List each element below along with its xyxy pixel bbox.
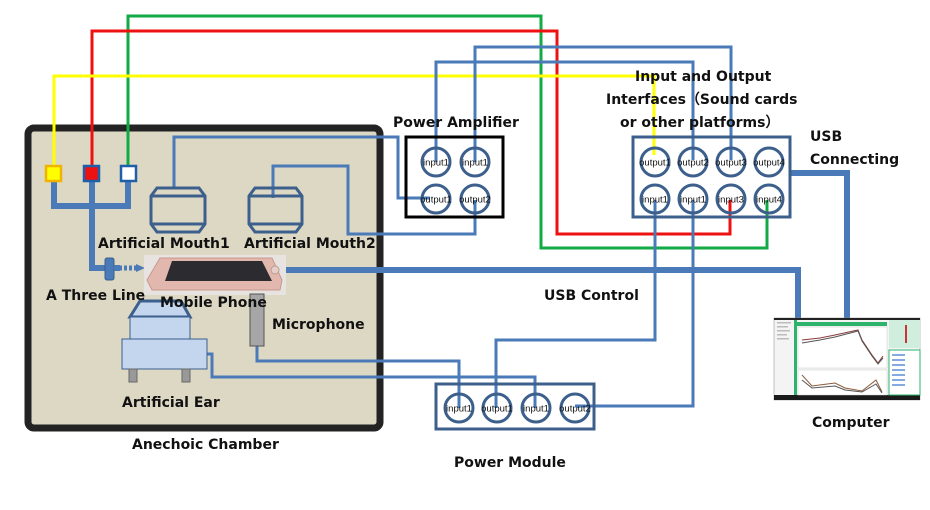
port-label: input3 (718, 195, 744, 206)
port-label: output1 (481, 404, 513, 415)
port-circle (639, 183, 671, 215)
artificial-ear-icon (121, 299, 208, 383)
pm-port-input1: input1 (443, 392, 475, 424)
io-port-input1: input1 (677, 183, 709, 215)
port-label: output2 (559, 404, 591, 415)
port-circle (420, 146, 452, 178)
port-label: output2 (677, 158, 709, 169)
amp-port-output1: output1 (420, 183, 452, 215)
anechoic-chamber-label: Anechoic Chamber (132, 437, 279, 453)
wire-ear-pm (207, 352, 537, 408)
wire-usb-connecting (790, 170, 850, 318)
usb-control-label: USB Control (544, 288, 639, 304)
mobile-phone-image (144, 255, 286, 295)
port-circle (459, 146, 491, 178)
port-label: input1 (642, 195, 668, 206)
io-port-input1: input1 (639, 183, 671, 215)
port-label: output1 (639, 158, 671, 169)
amp-port-output2: output2 (459, 183, 491, 215)
io-interfaces-box (631, 135, 792, 219)
computer-label: Computer (812, 415, 890, 431)
artificial-ear-label: Artificial Ear (122, 395, 220, 411)
port-label: input4 (756, 195, 782, 206)
wire-usb-control (285, 267, 801, 318)
artificial-mouth1-icon (149, 186, 207, 234)
pm-port-output1: output1 (481, 392, 513, 424)
wire-io-input1-pm (494, 200, 657, 408)
wire-red (90, 29, 732, 236)
computer-screen-image (773, 317, 921, 401)
io-port-output4: output4 (753, 146, 785, 178)
port-circle (715, 183, 747, 215)
power-module-box (434, 382, 596, 431)
red-connector (82, 164, 101, 183)
microphone-icon (249, 293, 265, 347)
port-label: input1 (523, 404, 549, 415)
port-circle (677, 146, 709, 178)
io-port-output2: output2 (677, 146, 709, 178)
port-circle (559, 392, 591, 424)
wire-io-output3-amp (473, 45, 733, 162)
io-interfaces-label-line3: or other platforms） (620, 115, 779, 131)
usb-connecting-label-line2: Connecting (810, 152, 899, 168)
io-interfaces-label-line2: Interfaces（Sound cards (606, 92, 797, 108)
wire-amp-output1-mouth1 (172, 135, 430, 200)
artificial-mouth1-label: Artificial Mouth1 (98, 236, 230, 252)
artificial-mouth2-icon (247, 186, 304, 234)
wire-io-input2-pm (576, 200, 695, 408)
power-amplifier-box (404, 135, 505, 219)
microphone-label: Microphone (272, 317, 365, 333)
port-label: input1 (446, 404, 472, 415)
port-label: output1 (420, 195, 452, 206)
port-circle (481, 392, 513, 424)
port-label: output2 (459, 195, 491, 206)
port-label: input1 (462, 158, 488, 169)
io-port-input3: input3 (715, 183, 747, 215)
mobile-phone-label: Mobile Phone (160, 295, 267, 311)
pm-port-output2: output2 (559, 392, 591, 424)
white-connector (119, 164, 138, 183)
artificial-mouth2-label: Artificial Mouth2 (244, 236, 376, 252)
power-amplifier-label: Power Amplifier (393, 115, 519, 131)
usb-connecting-label-line1: USB (810, 129, 842, 145)
port-label: input1 (680, 195, 706, 206)
io-port-input4: input4 (753, 183, 785, 215)
three-line-splitter (51, 180, 145, 281)
io-interfaces-label-line1: Input and Output (635, 69, 772, 85)
three-line-label: A Three Line (46, 288, 145, 304)
io-port-output3: output3 (715, 146, 747, 178)
wire-amp-output2-mouth2 (271, 164, 477, 236)
port-circle (753, 183, 785, 215)
port-circle (639, 146, 671, 178)
port-label: output4 (753, 158, 785, 169)
wire-io-output2-amp (434, 60, 695, 162)
port-circle (420, 183, 452, 215)
port-circle (753, 146, 785, 178)
port-circle (520, 392, 552, 424)
wire-yellow (52, 74, 656, 170)
yellow-connector (44, 164, 63, 183)
port-circle (459, 183, 491, 215)
pm-port-input1: input1 (520, 392, 552, 424)
amp-port-input1: input1 (459, 146, 491, 178)
power-module-label: Power Module (454, 455, 566, 471)
wire-green (126, 14, 769, 250)
port-circle (715, 146, 747, 178)
port-label: input1 (423, 158, 449, 169)
port-circle (443, 392, 475, 424)
amp-port-input1: input1 (420, 146, 452, 178)
port-label: output3 (715, 158, 747, 169)
io-port-output1: output1 (639, 146, 671, 178)
port-circle (677, 183, 709, 215)
